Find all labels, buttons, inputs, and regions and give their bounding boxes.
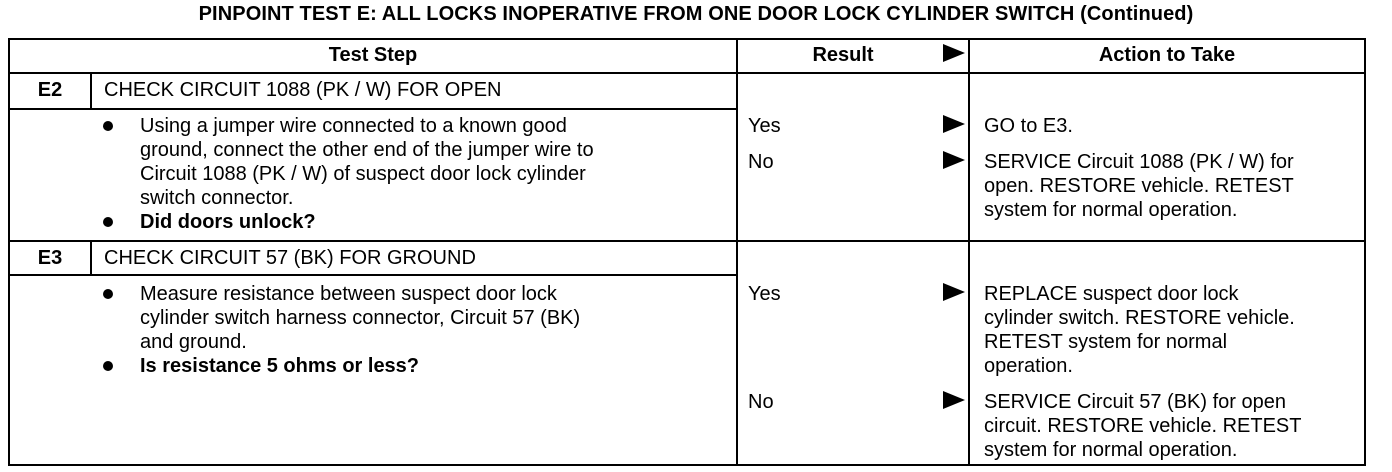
table-border-right bbox=[1364, 38, 1366, 466]
result-label: No bbox=[748, 391, 774, 413]
result-arrow-icon bbox=[943, 151, 965, 169]
result-arrow-icon bbox=[943, 283, 965, 301]
bullet-icon bbox=[103, 361, 113, 371]
e2-row-divider bbox=[8, 240, 1366, 242]
divider-e2-id bbox=[90, 72, 92, 110]
action-line: RETEST system for normal bbox=[984, 331, 1228, 353]
action-line: SERVICE Circuit 57 (BK) for open bbox=[984, 391, 1286, 413]
header-result: Result bbox=[812, 44, 874, 66]
action-line: system for normal operation. bbox=[984, 439, 1238, 461]
action-line: REPLACE suspect door lock bbox=[984, 283, 1239, 305]
instruction-line: Measure resistance between suspect door … bbox=[140, 283, 557, 305]
step-heading-e3: CHECK CIRCUIT 57 (BK) FOR GROUND bbox=[104, 247, 476, 269]
divider-test-result bbox=[736, 38, 738, 466]
action-line: cylinder switch. RESTORE vehicle. bbox=[984, 307, 1295, 329]
action-line: GO to E3. bbox=[984, 115, 1073, 137]
result-label: Yes bbox=[748, 115, 781, 137]
header-test-step: Test Step bbox=[328, 44, 418, 66]
bullet-icon bbox=[103, 217, 113, 227]
page-title: PINPOINT TEST E: ALL LOCKS INOPERATIVE F… bbox=[198, 3, 1194, 25]
bullet-icon bbox=[103, 121, 113, 131]
table-border-top bbox=[8, 38, 1366, 40]
instruction-line: cylinder switch harness connector, Circu… bbox=[140, 307, 581, 329]
divider-result-action bbox=[968, 38, 970, 466]
result-label: No bbox=[748, 151, 774, 173]
result-label: Yes bbox=[748, 283, 781, 305]
step-question-e2: Did doors unlock? bbox=[140, 211, 316, 233]
step-question-e3: Is resistance 5 ohms or less? bbox=[140, 355, 420, 377]
table-border-left bbox=[8, 38, 10, 466]
header-underline bbox=[8, 72, 1366, 74]
header-arrow-icon bbox=[943, 44, 965, 62]
e3-heading-underline bbox=[8, 274, 738, 276]
table-border-bottom bbox=[8, 464, 1366, 466]
instruction-line: ground, connect the other end of the jum… bbox=[140, 139, 594, 161]
instruction-line: Circuit 1088 (PK / W) of suspect door lo… bbox=[140, 163, 586, 185]
action-line: circuit. RESTORE vehicle. RETEST bbox=[984, 415, 1302, 437]
instruction-line: switch connector. bbox=[140, 187, 294, 209]
step-heading-e2: CHECK CIRCUIT 1088 (PK / W) FOR OPEN bbox=[104, 79, 502, 101]
step-id-e3: E3 bbox=[37, 247, 63, 269]
action-line: open. RESTORE vehicle. RETEST bbox=[984, 175, 1294, 197]
instruction-line: and ground. bbox=[140, 331, 247, 353]
action-line: system for normal operation. bbox=[984, 199, 1238, 221]
divider-e3-id bbox=[90, 240, 92, 276]
instruction-line: Using a jumper wire connected to a known… bbox=[140, 115, 567, 137]
e2-heading-underline bbox=[8, 108, 738, 110]
result-arrow-icon bbox=[943, 391, 965, 409]
bullet-icon bbox=[103, 289, 113, 299]
action-line: SERVICE Circuit 1088 (PK / W) for bbox=[984, 151, 1294, 173]
header-action: Action to Take bbox=[1098, 44, 1236, 66]
action-line: operation. bbox=[984, 355, 1073, 377]
result-arrow-icon bbox=[943, 115, 965, 133]
step-id-e2: E2 bbox=[37, 79, 63, 101]
